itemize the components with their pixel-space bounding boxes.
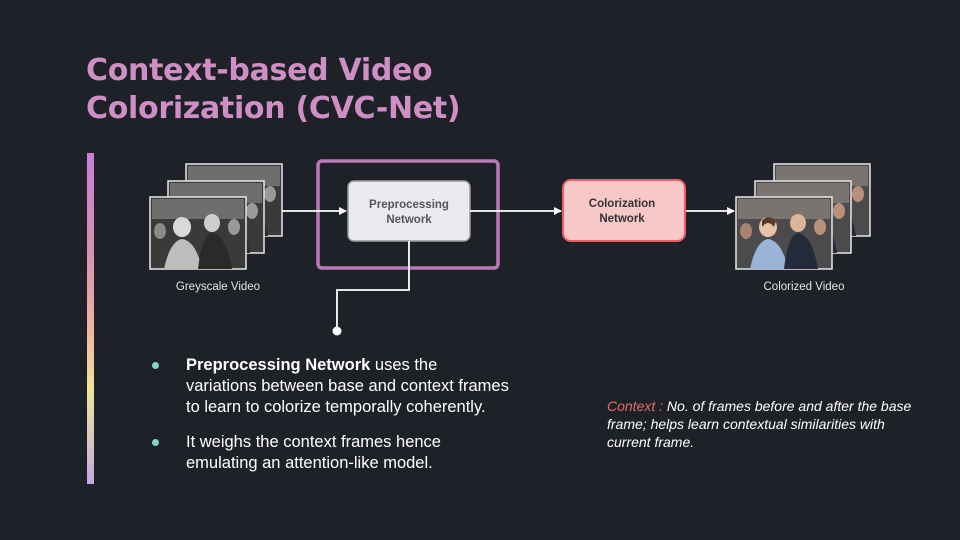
preprocessing-label-line1: Preprocessing	[369, 199, 449, 211]
bullet-dot	[152, 439, 159, 446]
context-text: No. of frames before and after the base …	[607, 398, 912, 450]
greyscale-video-label: Greyscale Video	[176, 281, 260, 293]
preprocessing-label-line2: Network	[386, 214, 432, 226]
bullet-1-bold: Preprocessing Network	[186, 356, 371, 374]
callout-dot	[332, 326, 342, 336]
context-note: Context : No. of frames before and after…	[607, 397, 917, 451]
colorized-frame-front	[735, 196, 833, 270]
colorized-video-stack	[735, 163, 871, 270]
preprocessing-highlight-frame	[316, 159, 500, 270]
bullet-item: It weighs the context frames hence emula…	[152, 432, 512, 474]
bullet-2-text: It weighs the context frames hence emula…	[186, 433, 441, 472]
bullet-list: Preprocessing Network uses the variation…	[152, 355, 512, 488]
callout-connector	[336, 241, 410, 330]
colorization-label-line1: Colorization	[589, 198, 655, 210]
bullet-item: Preprocessing Network uses the variation…	[152, 355, 512, 418]
greyscale-frame-front	[149, 196, 247, 270]
bullet-dot	[152, 362, 159, 369]
colorization-network-box: Colorization Network	[562, 179, 686, 242]
colorized-video-label: Colorized Video	[764, 281, 845, 293]
bullet-1-text: uses the variations between base and con…	[186, 356, 509, 416]
greyscale-video-stack	[149, 163, 283, 270]
slide-title: Context-based Video Colorization (CVC-Ne…	[86, 53, 461, 126]
context-label: Context :	[607, 398, 664, 414]
accent-bar	[87, 153, 94, 484]
colorization-label-line2: Network	[599, 213, 645, 225]
preprocessing-network-box: Preprocessing Network	[347, 180, 471, 242]
